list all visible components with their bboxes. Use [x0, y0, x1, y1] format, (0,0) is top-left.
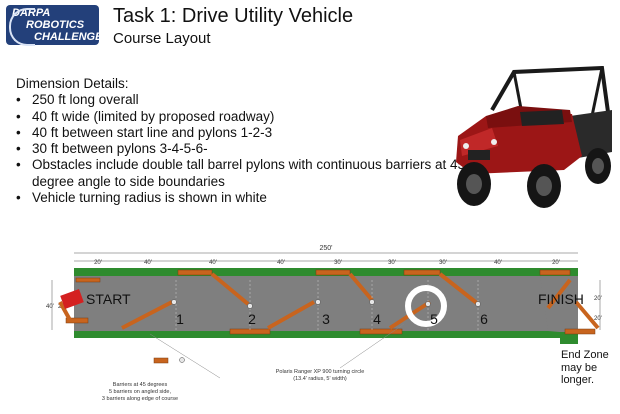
course-grass-bottom [74, 330, 562, 338]
segment-dimension: 20' [552, 260, 560, 266]
slide-title: Task 1: Drive Utility Vehicle [113, 5, 354, 27]
overall-dimension-label: 250' [319, 245, 332, 252]
barrier-caption-line: 3 barriers along edge of course [102, 396, 178, 402]
edge-barrier [564, 328, 596, 335]
details-item: 30 ft between pylons 3-4-5-6- [16, 141, 466, 158]
segment-dimension: 20' [94, 260, 102, 266]
finish-label: FINISH [538, 291, 584, 307]
logo-line-3: CHALLENGE [34, 31, 103, 43]
edge-barrier [65, 317, 89, 324]
angled-barrier [348, 272, 374, 302]
edge-barrier [403, 269, 441, 276]
details-list: 250 ft long overall 40 ft wide (limited … [16, 92, 466, 206]
darpa-robotics-challenge-logo: DARPA ROBOTICS CHALLENGE [6, 5, 103, 46]
end-zone-line: longer. [561, 374, 595, 386]
end-zone-line: End Zone [561, 349, 609, 361]
segment-dimension: 40' [144, 260, 152, 266]
details-heading: Dimension Details: [16, 76, 129, 91]
details-item: 40 ft wide (limited by proposed roadway) [16, 109, 466, 126]
angled-barrier [546, 278, 572, 310]
right-dimension: 20' [594, 296, 602, 302]
segment-dimension: 40' [277, 260, 285, 266]
pylon-marker [247, 303, 253, 309]
turning-caption-line: (13.4' radius, 5' width) [293, 376, 347, 382]
angled-barrier [58, 301, 72, 321]
segment-dimension: 40' [494, 260, 502, 266]
barrier-leader-line [149, 333, 221, 379]
angled-barrier [267, 300, 315, 330]
logo-swoosh-icon [9, 8, 35, 46]
edge-barrier [75, 277, 101, 283]
angled-barrier [210, 272, 250, 306]
pylon-marker [369, 299, 375, 305]
pylon-number: 6 [480, 311, 488, 327]
details-item: 40 ft between start line and pylons 1-2-… [16, 125, 466, 142]
details-item: Vehicle turning radius is shown in white [16, 190, 466, 207]
logo-line-2: ROBOTICS [26, 19, 85, 31]
slide-subtitle: Course Layout [113, 30, 211, 47]
details-item: 250 ft long overall [16, 92, 466, 109]
edge-barrier [359, 328, 403, 335]
turning-caption-line: Polaris Ranger XP 900 turning circle [276, 369, 365, 375]
utility-vehicle-image [456, 66, 612, 208]
legend-barrier [153, 357, 169, 364]
segment-dimension: 30' [439, 260, 447, 266]
segment-dimension: 30' [388, 260, 396, 266]
turning-leader-line [339, 323, 405, 369]
edge-barrier [539, 269, 571, 276]
pylon-number: 4 [373, 311, 381, 327]
course-layout-diagram: 250' 20' 40' 40' 40' 30' 30' 30' 40' 20'… [46, 245, 602, 402]
legend-pylon [179, 357, 185, 363]
angled-barrier [574, 300, 600, 330]
start-vehicle [60, 289, 84, 309]
turning-circle [405, 285, 447, 327]
details-item: Obstacles include double tall barrel pyl… [16, 157, 466, 190]
segment-dimension: 30' [334, 260, 342, 266]
angled-barrier [438, 272, 480, 306]
pylon-number: 3 [322, 311, 330, 327]
barrier-caption-line: 5 barriers on angled side, [109, 389, 172, 395]
angled-barrier [121, 300, 173, 330]
pylon-marker [425, 301, 431, 307]
segment-dimension: 40' [209, 260, 217, 266]
pylon-number: 2 [248, 311, 256, 327]
left-dimension: 40' [46, 304, 54, 310]
dimension-details: Dimension Details: 250 ft long overall 4… [16, 76, 466, 207]
right-dimension: 20' [594, 316, 602, 322]
pylon-marker [475, 301, 481, 307]
edge-barrier [177, 269, 213, 276]
barrier-caption-line: Barriers at 45 degrees [113, 382, 168, 388]
pylon-number: 1 [176, 311, 184, 327]
pylon-number: 5 [430, 311, 438, 327]
pylon-marker [315, 299, 321, 305]
end-zone-note: End Zone may be longer. [561, 349, 617, 387]
finish-road [540, 276, 578, 332]
edge-barrier [315, 269, 351, 276]
pylon-marker [171, 299, 177, 305]
start-label: START [86, 291, 131, 307]
end-zone-line: may be [561, 361, 598, 374]
